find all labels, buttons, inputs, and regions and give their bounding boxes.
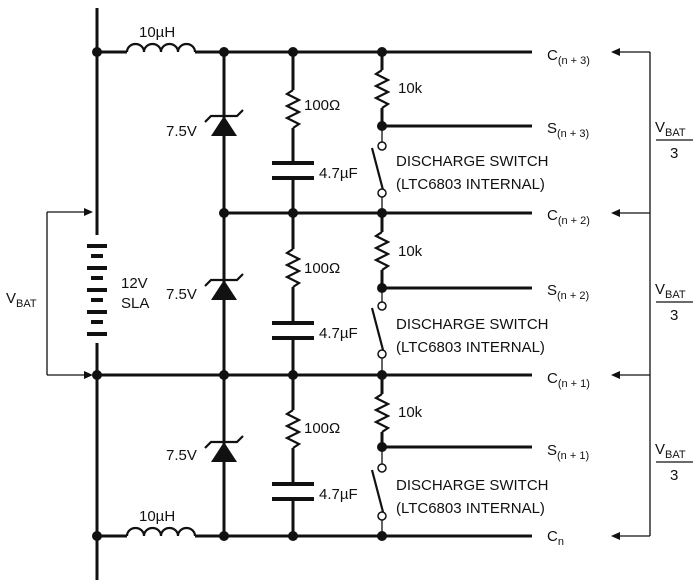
switch-label-line2: (LTC6803 INTERNAL) <box>396 339 545 356</box>
battery-symbol <box>87 244 107 336</box>
s-terminal-label: S(n + 2) <box>547 282 589 302</box>
inductor-top-label: 10µH <box>139 24 175 41</box>
resistor-label: 100Ω <box>304 260 340 277</box>
switch-label-line1: DISCHARGE SWITCH <box>396 153 549 170</box>
zener-diode <box>204 273 244 300</box>
resistor-100ohm <box>284 89 302 129</box>
svg-text:VBAT: VBAT <box>655 281 686 301</box>
vbat-left-label: VBAT <box>6 290 37 310</box>
resistor-100ohm <box>284 248 302 288</box>
capacitor-label: 4.7µF <box>319 486 358 503</box>
resistor-label: 100Ω <box>304 420 340 437</box>
resistor-10k <box>373 393 391 433</box>
zener-label: 7.5V <box>166 286 197 303</box>
zener-label: 7.5V <box>166 447 197 464</box>
svg-text:3: 3 <box>670 467 678 484</box>
switch-contact <box>377 188 387 198</box>
svg-text:VBAT: VBAT <box>655 441 686 461</box>
switch-label-line2: (LTC6803 INTERNAL) <box>396 176 545 193</box>
pullup-label: 10k <box>398 80 423 97</box>
svg-text:3: 3 <box>670 145 678 162</box>
inductor-bottom-label: 10µH <box>139 508 175 525</box>
discharge-switch-blade <box>370 469 385 513</box>
vbat-fraction: VBAT 3 <box>652 274 696 324</box>
vbat-fraction: VBAT 3 <box>652 112 696 162</box>
discharge-switch-blade <box>370 147 385 191</box>
c-terminal-label: C(n + 3) <box>547 47 590 67</box>
discharge-switch-blade <box>370 307 385 351</box>
inductor-bottom <box>125 526 197 537</box>
c-terminal-label: C(n + 1) <box>547 370 590 390</box>
battery-type-label: SLA <box>121 295 149 312</box>
s-terminal-label: S(n + 1) <box>547 442 589 462</box>
vbat-fraction: VBAT 3 <box>652 434 696 484</box>
switch-label-line1: DISCHARGE SWITCH <box>396 316 549 333</box>
pullup-label: 10k <box>398 404 423 421</box>
pullup-label: 10k <box>398 243 423 260</box>
svg-text:VBAT: VBAT <box>655 119 686 139</box>
capacitor-label: 4.7µF <box>319 165 358 182</box>
resistor-label: 100Ω <box>304 97 340 114</box>
inductor-top <box>125 42 197 53</box>
switch-contact <box>377 349 387 359</box>
zener-diode <box>204 109 244 136</box>
switch-label-line2: (LTC6803 INTERNAL) <box>396 500 545 517</box>
c-terminal-label: C(n + 2) <box>547 207 590 227</box>
resistor-10k <box>373 69 391 109</box>
switch-contact <box>377 141 387 151</box>
battery-voltage-label: 12V <box>121 275 148 292</box>
zener-label: 7.5V <box>166 123 197 140</box>
vbat-right-bracket <box>611 48 651 540</box>
switch-contact <box>377 463 387 473</box>
s-terminal-label: S(n + 3) <box>547 120 589 140</box>
zener-diode <box>204 435 244 462</box>
junction-dots <box>92 47 387 541</box>
cn-terminal-label: Cn <box>547 528 564 548</box>
switch-contact <box>377 511 387 521</box>
switch-contact <box>377 301 387 311</box>
resistor-10k <box>373 231 391 271</box>
resistor-100ohm <box>284 409 302 449</box>
vbat-left-bracket <box>46 208 93 379</box>
capacitor-label: 4.7µF <box>319 325 358 342</box>
switch-label-line1: DISCHARGE SWITCH <box>396 477 549 494</box>
svg-text:3: 3 <box>670 307 678 324</box>
